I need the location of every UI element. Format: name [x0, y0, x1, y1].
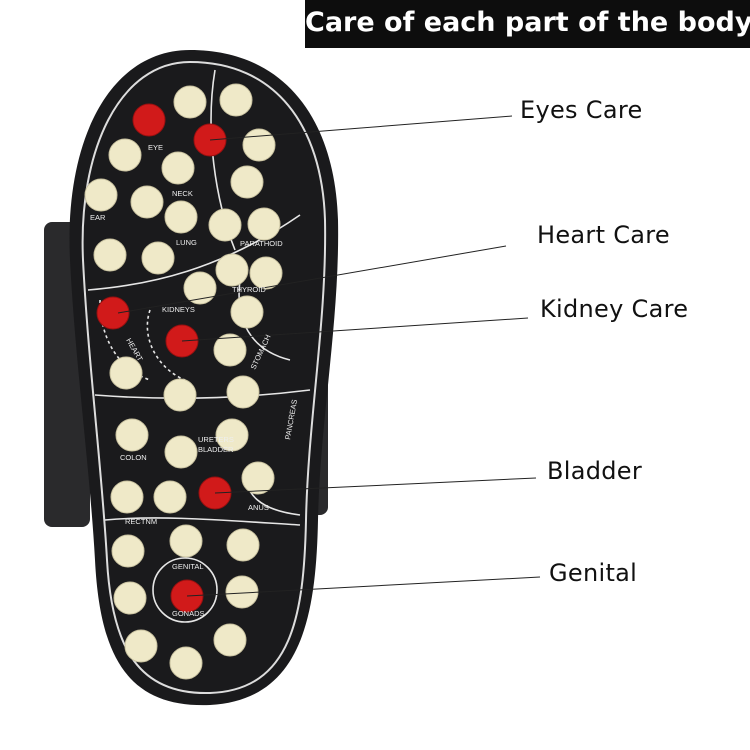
sole-label-genital: GENITAL: [172, 562, 204, 571]
massage-bead: [183, 271, 217, 305]
massage-bead: [130, 185, 164, 219]
callout-genital: Genital: [549, 559, 638, 587]
massage-bead: [110, 480, 144, 514]
callout-eyes-care: Eyes Care: [520, 96, 643, 124]
massage-bead: [163, 378, 197, 412]
sole-label-bladder: BLADDER: [198, 445, 234, 454]
accent-massage-bead: [132, 103, 166, 137]
massage-bead: [213, 623, 247, 657]
sole-label-colon: COLON: [120, 453, 147, 462]
leader-line: [209, 115, 513, 141]
callout-heart-care: Heart Care: [537, 221, 670, 249]
massage-bead: [215, 253, 249, 287]
massage-bead: [93, 238, 127, 272]
sole-label-neck: NECK: [172, 189, 193, 198]
massage-bead: [226, 528, 260, 562]
massage-bead: [169, 524, 203, 558]
massage-bead: [141, 241, 175, 275]
massage-bead: [219, 83, 253, 117]
massage-bead: [226, 375, 260, 409]
massage-bead: [108, 138, 142, 172]
massage-bead: [109, 356, 143, 390]
massage-bead: [241, 461, 275, 495]
massage-bead: [111, 534, 145, 568]
sole-label-parathoid: PARATHOID: [240, 239, 283, 248]
massage-bead: [164, 200, 198, 234]
leader-line: [214, 477, 537, 494]
sole-label-thyroid: THYROID: [232, 285, 266, 294]
massage-bead: [213, 333, 247, 367]
massage-bead: [153, 480, 187, 514]
sole-label-gonads: GONADS: [172, 609, 205, 618]
sole-label-kidneys: KIDNEYS: [162, 305, 195, 314]
leader-line: [186, 576, 541, 597]
massage-bead: [161, 151, 195, 185]
massage-bead: [249, 256, 283, 290]
leader-line: [117, 245, 507, 314]
massage-bead: [115, 418, 149, 452]
callout-bladder: Bladder: [547, 457, 643, 485]
massage-bead: [164, 435, 198, 469]
accent-massage-bead: [96, 296, 130, 330]
massage-bead: [215, 418, 249, 452]
massage-bead: [173, 85, 207, 119]
massage-bead: [84, 178, 118, 212]
massage-bead: [230, 165, 264, 199]
massage-bead: [208, 208, 242, 242]
leader-line: [181, 317, 529, 342]
massage-bead: [242, 128, 276, 162]
massage-bead: [124, 629, 158, 663]
sole-inner-outline: [81, 60, 327, 695]
massage-bead: [169, 646, 203, 680]
massage-bead: [230, 295, 264, 329]
massage-bead: [113, 581, 147, 615]
sole-label-anus: ANUS: [248, 503, 269, 512]
sole-label-lung: LUNG: [176, 238, 197, 247]
callout-kidney-care: Kidney Care: [540, 295, 689, 323]
sole-label-rectnm: RECTNM: [125, 517, 157, 526]
sole-label-eye: EYE: [148, 143, 163, 152]
sole-label-ureters: URETERS: [198, 435, 234, 444]
massage-bead: [247, 207, 281, 241]
title-banner: Care of each part of the body: [305, 0, 750, 48]
sole-label-ear: EAR: [90, 213, 106, 222]
